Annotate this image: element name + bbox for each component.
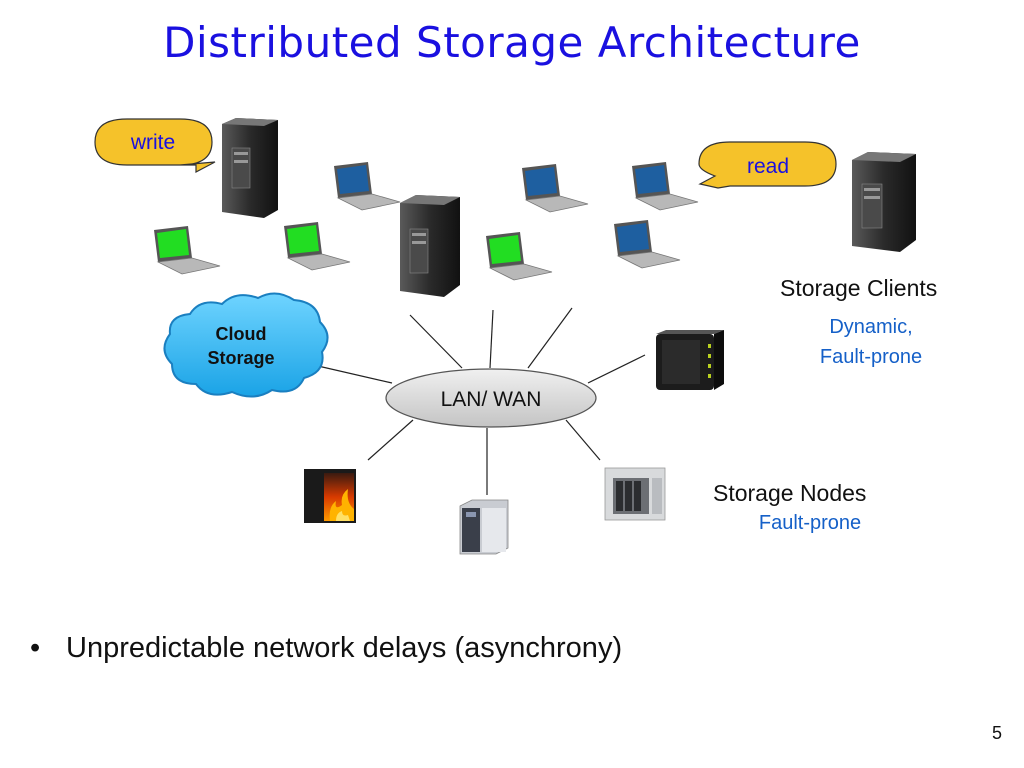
storage-clients-title: Storage Clients <box>780 275 938 301</box>
read-callout: read <box>698 141 837 189</box>
storage-nodes-title: Storage Nodes <box>713 480 867 506</box>
slide-title: Distributed Storage Architecture <box>163 18 861 67</box>
laptop-blue-icon <box>614 220 681 269</box>
storage-node-black-icon <box>656 330 724 390</box>
link-line <box>367 419 414 461</box>
write-callout-text: write <box>130 131 175 154</box>
cloud-label-line1: Cloud <box>216 324 267 344</box>
storage-node-nas-icon <box>604 467 666 521</box>
page-number: 5 <box>991 723 1002 743</box>
lan-wan-hub: LAN/ WAN <box>385 368 597 428</box>
laptop-green-icon <box>154 226 221 275</box>
storage-node-silver-icon <box>459 499 509 555</box>
link-line <box>527 307 573 369</box>
server-tower-icon <box>852 152 916 252</box>
network-links <box>317 307 646 495</box>
storage-clients-line1: Dynamic, <box>829 316 913 338</box>
storage-node-burning-icon <box>304 469 356 523</box>
link-line <box>587 354 646 384</box>
bullet-text: Unpredictable network delays (asynchrony… <box>66 632 623 664</box>
server-tower-icon <box>222 118 278 218</box>
link-line <box>409 314 463 369</box>
read-callout-text: read <box>747 155 789 178</box>
laptop-blue-icon <box>334 162 401 211</box>
link-line <box>489 309 494 369</box>
server-tower-icon <box>400 195 460 297</box>
laptop-green-icon <box>486 232 553 281</box>
storage-clients-line2: Fault-prone <box>819 346 923 368</box>
bullet-dot: • <box>30 632 41 664</box>
write-callout: write <box>94 118 216 173</box>
laptop-blue-icon <box>632 162 699 211</box>
cloud-storage-icon: Cloud Storage <box>163 292 329 398</box>
hub-label: LAN/ WAN <box>441 388 542 411</box>
laptop-blue-icon <box>522 164 589 213</box>
bullet-item: • Unpredictable network delays (asynchron… <box>30 632 622 665</box>
link-line <box>565 419 601 461</box>
cloud-label-line2: Storage <box>207 348 274 368</box>
link-line <box>317 365 393 384</box>
laptop-green-icon <box>284 222 351 271</box>
storage-nodes-subtitle: Fault-prone <box>758 512 862 534</box>
